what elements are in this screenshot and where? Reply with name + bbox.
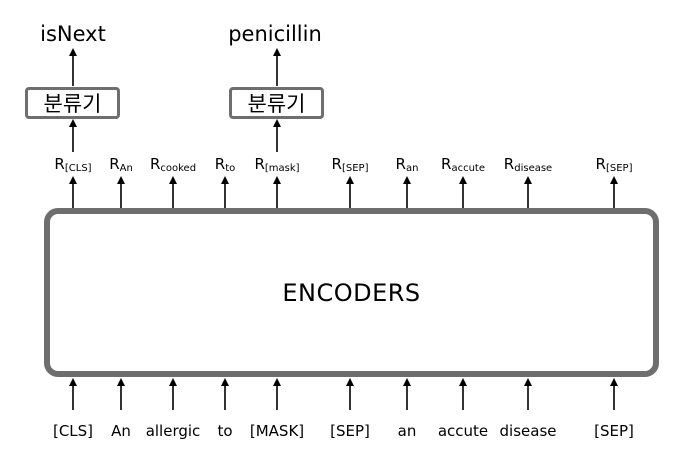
representation-subscript: to — [225, 163, 236, 174]
input-token: [SEP] — [330, 422, 370, 440]
classifier-box-left: 분류기 — [25, 87, 120, 119]
representation-label: Rto — [215, 155, 235, 178]
classifier-box-right: 분류기 — [229, 87, 324, 119]
representation-label: R[mask] — [254, 155, 299, 178]
representation-subscript: An — [119, 163, 133, 174]
representation-subscript: [SEP] — [605, 163, 633, 174]
representation-base: R — [254, 155, 265, 173]
input-token: [CLS] — [52, 422, 94, 440]
input-token: accute — [437, 422, 489, 440]
representation-subscript: cooked — [160, 163, 197, 174]
representation-label: R[CLS] — [54, 155, 91, 178]
representation-base: R — [214, 155, 226, 173]
input-token: allergic — [145, 422, 201, 440]
representation-base: R — [441, 155, 452, 173]
input-token: an — [397, 422, 417, 440]
representation-subscript: [CLS] — [64, 163, 92, 174]
representation-base: R — [149, 155, 161, 173]
representation-label: Raccute — [441, 155, 485, 178]
representation-subscript: accute — [451, 163, 485, 174]
input-token: to — [217, 422, 233, 440]
output-label-isnext: isNext — [40, 22, 106, 46]
representation-subscript: [mask] — [264, 163, 300, 174]
representation-base: R — [109, 155, 120, 173]
input-token: An — [111, 422, 131, 440]
representation-label: Rdisease — [504, 155, 552, 178]
representation-label: R[SEP] — [596, 155, 633, 178]
arrow-group — [69, 48, 618, 410]
representation-subscript: disease — [514, 163, 553, 174]
representation-label: Rcooked — [150, 155, 196, 178]
representation-base: R — [331, 155, 342, 173]
output-label-penicillin: penicillin — [228, 22, 322, 46]
representation-label: Ran — [396, 155, 419, 178]
classifier-label-left: 분류기 — [43, 92, 102, 116]
representation-subscript: [SEP] — [341, 163, 369, 174]
encoder-block: ENCODERS — [44, 208, 659, 377]
representation-base: R — [503, 155, 515, 173]
representation-base: R — [395, 155, 406, 173]
encoder-label: ENCODERS — [282, 278, 421, 307]
representation-base: R — [595, 155, 606, 173]
input-token: [SEP] — [594, 422, 634, 440]
representation-subscript: an — [405, 163, 419, 174]
representation-label: R[SEP] — [332, 155, 369, 178]
classifier-label-right: 분류기 — [247, 92, 306, 116]
representation-label: RAn — [109, 155, 133, 178]
representation-base: R — [54, 155, 65, 173]
input-token: [MASK] — [249, 422, 305, 440]
input-token: disease — [499, 422, 557, 440]
